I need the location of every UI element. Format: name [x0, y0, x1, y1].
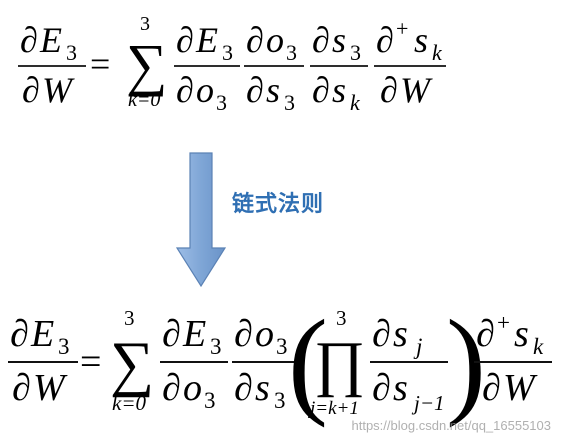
- sum-upper-limit: 3: [124, 306, 135, 330]
- var-o: o: [255, 313, 274, 355]
- subscript: 3: [222, 40, 233, 65]
- var-s: s: [393, 367, 408, 409]
- subscript: j−1: [411, 391, 445, 415]
- subscript: 3: [350, 40, 361, 65]
- subscript: 3: [286, 40, 297, 65]
- var-W: W: [503, 367, 538, 409]
- subscript: j: [413, 334, 422, 359]
- down-arrow-icon: [176, 152, 226, 288]
- var-E: E: [39, 20, 62, 60]
- bottom-frac-dE-do: ∂ E 3 ∂ o 3: [160, 313, 228, 413]
- subscript: 3: [216, 90, 227, 115]
- var-E: E: [182, 313, 206, 355]
- var-s: s: [393, 313, 408, 355]
- var-s: s: [255, 367, 270, 409]
- plus-superscript: +: [497, 310, 510, 335]
- subscript: 3: [66, 40, 77, 65]
- product-symbol: ∏: [314, 330, 365, 398]
- watermark-text: https://blog.csdn.net/qq_16555103: [351, 418, 552, 433]
- subscript: 3: [284, 90, 295, 115]
- sum-lower-limit: k=0: [112, 391, 146, 415]
- var-o: o: [183, 367, 202, 409]
- var-E: E: [30, 313, 54, 355]
- partial-symbol: ∂: [22, 70, 40, 110]
- subscript: 3: [210, 334, 222, 359]
- bottom-frac-dsj-dsj1: ∂ s j ∂ s j−1: [370, 313, 448, 415]
- var-s: s: [414, 20, 428, 60]
- partial-symbol: ∂: [312, 70, 330, 110]
- subscript: k: [432, 40, 443, 65]
- var-s: s: [514, 313, 529, 355]
- bottom-equation: ∂ E 3 ∂ W = 3 ∑ k=0 ∂ E 3 ∂ o 3 ∂ o 3: [8, 295, 552, 428]
- sum-lower-limit: k=0: [128, 89, 160, 111]
- partial-symbol: ∂: [10, 313, 29, 355]
- bottom-product: 3 ∏ j=k+1: [307, 306, 365, 419]
- partial-symbol: ∂: [476, 313, 495, 355]
- var-s: s: [332, 70, 346, 110]
- partial-symbol: ∂: [12, 367, 31, 409]
- partial-symbol: ∂: [380, 70, 398, 110]
- sum-upper-limit: 3: [140, 13, 150, 35]
- partial-symbol: ∂: [482, 367, 501, 409]
- var-o: o: [266, 20, 284, 60]
- left-parenthesis: (: [288, 295, 328, 428]
- partial-symbol: ∂: [20, 20, 38, 60]
- var-o: o: [196, 70, 214, 110]
- subscript: 3: [58, 334, 70, 359]
- partial-symbol: ∂: [176, 70, 194, 110]
- partial-symbol: ∂: [246, 70, 264, 110]
- subscript: k: [350, 90, 361, 115]
- partial-symbol: ∂: [162, 367, 181, 409]
- subscript: 3: [276, 334, 288, 359]
- top-sum: 3 ∑ k=0: [126, 13, 167, 111]
- partial-symbol: ∂: [234, 313, 253, 355]
- top-frac-dE-do: ∂ E 3 ∂ o 3: [174, 20, 240, 115]
- partial-symbol: ∂: [376, 20, 394, 60]
- product-upper-limit: 3: [336, 306, 347, 330]
- partial-symbol: ∂: [246, 20, 264, 60]
- var-s: s: [332, 20, 346, 60]
- sum-symbol: ∑: [126, 32, 167, 97]
- partial-symbol: ∂: [176, 20, 194, 60]
- chain-rule-label: 链式法则: [232, 192, 325, 217]
- bottom-frac-do-ds: ∂ o 3 ∂ s 3: [232, 313, 294, 413]
- var-E: E: [195, 20, 218, 60]
- partial-symbol: ∂: [312, 20, 330, 60]
- bottom-sum: 3 ∑ k=0: [110, 306, 154, 415]
- var-W: W: [42, 70, 75, 110]
- top-equation: ∂ E 3 ∂ W = 3 ∑ k=0 ∂ E 3 ∂ o 3 ∂ o 3: [18, 13, 446, 115]
- var-s: s: [266, 70, 280, 110]
- product-lower-limit: j=k+1: [307, 398, 359, 419]
- subscript: 3: [274, 388, 286, 413]
- top-frac-dplus-sk-dW: ∂ + s k ∂ W: [374, 16, 446, 110]
- subscript: k: [533, 334, 544, 359]
- subscript: 3: [204, 388, 216, 413]
- partial-symbol: ∂: [162, 313, 181, 355]
- sum-symbol: ∑: [110, 330, 154, 398]
- top-frac-ds3-dsk: ∂ s 3 ∂ s k: [310, 20, 368, 115]
- bottom-lhs-fraction: ∂ E 3 ∂ W: [8, 313, 78, 409]
- partial-symbol: ∂: [234, 367, 253, 409]
- top-lhs-fraction: ∂ E 3 ∂ W: [18, 20, 86, 110]
- var-W: W: [33, 367, 68, 409]
- partial-symbol: ∂: [372, 313, 391, 355]
- equals-sign: =: [90, 44, 110, 84]
- bottom-frac-dplus-sk-dW: ∂ + s k ∂ W: [474, 310, 552, 409]
- var-W: W: [400, 70, 433, 110]
- equals-sign: =: [80, 341, 101, 383]
- partial-symbol: ∂: [372, 367, 391, 409]
- top-frac-do-ds: ∂ o 3 ∂ s 3: [244, 20, 304, 115]
- plus-superscript: +: [396, 16, 408, 41]
